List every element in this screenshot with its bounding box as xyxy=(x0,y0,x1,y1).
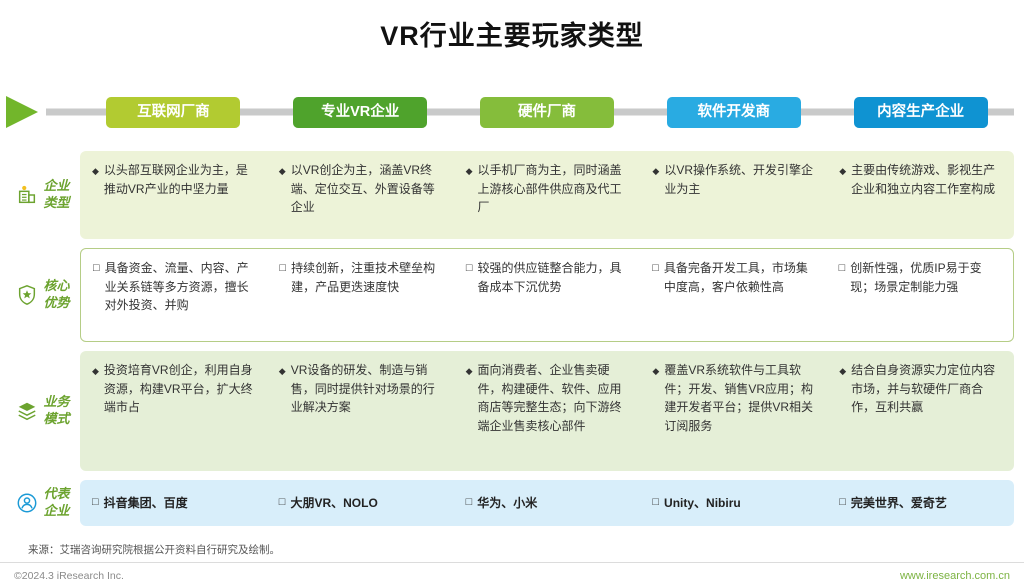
cell-text: 以VR创企为主，涵盖VR终端、定位交互、外置设备等企业 xyxy=(290,163,435,215)
bullet-icon: □ xyxy=(652,496,660,509)
table-cell: ◆ 投资培育VR创企，利用自身资源，构建VR平台，扩大终端市占 xyxy=(80,351,267,471)
row-box: ◆ 以头部互联网企业为主，是推动VR产业的中坚力量 ◆ 以VR创企为主，涵盖VR… xyxy=(80,151,1014,239)
header-column: 专业VR企业 xyxy=(267,96,454,128)
bullet-icon: ◆ xyxy=(278,166,286,176)
table-cell: ◆ 以VR操作系统、开发引擎企业为主 xyxy=(640,151,827,239)
row-label-representative-companies: 代表 企业 xyxy=(6,480,80,526)
building-icon xyxy=(16,184,38,206)
row-box: ◆ 投资培育VR创企，利用自身资源，构建VR平台，扩大终端市占 ◆ VR设备的研… xyxy=(80,351,1014,471)
bullet-icon: ◆ xyxy=(465,166,473,176)
table-cell: ◆ 以头部互联网企业为主，是推动VR产业的中坚力量 xyxy=(80,151,267,239)
column-header-hardware-vendors: 硬件厂商 xyxy=(479,96,614,128)
table-cell: □ Unity、Nibiru xyxy=(640,480,827,526)
row-label-text: 企业 类型 xyxy=(43,178,70,210)
column-header-content-producers: 内容生产企业 xyxy=(853,96,988,128)
play-arrow-icon xyxy=(6,96,38,128)
bullet-icon: □ xyxy=(465,262,473,274)
website-link: www.iresearch.com.cn xyxy=(899,569,1010,582)
bullet-icon: ◆ xyxy=(652,166,660,176)
row-label-enterprise-type: 企业 类型 xyxy=(6,151,80,239)
row-label-core-advantages: 核心 优势 xyxy=(6,248,80,342)
bullet-icon: ◆ xyxy=(652,366,660,376)
cell-text: 持续创新，注重技术壁垒构建，产品更迭速度快 xyxy=(291,261,436,294)
cell-text: 抖音集团、百度 xyxy=(103,495,188,510)
copyright-text: ©2024.3 iResearch Inc. xyxy=(14,569,124,582)
cell-text: VR设备的研发、制造与销售，同时提供针对场景的行业解决方案 xyxy=(290,363,435,415)
row-label-text: 代表 企业 xyxy=(43,486,70,518)
cell-text: 结合自身资源实力定位内容市场，并与软硬件厂商合作，互利共赢 xyxy=(851,363,996,415)
footer-bar: ©2024.3 iResearch Inc. www.iresearch.com… xyxy=(0,562,1024,588)
cell-text: 主要由传统游戏、影视生产企业和独立内容工作室构成 xyxy=(851,163,996,196)
bullet-icon: □ xyxy=(838,262,846,274)
category-header: 互联网厂商 专业VR企业 硬件厂商 软件开发商 内容生产企业 xyxy=(0,95,1024,129)
table-cell: □ 完美世界、爱奇艺 xyxy=(827,480,1014,526)
table-cell: □ 大朋VR、NOLO xyxy=(267,480,454,526)
shield-star-icon xyxy=(16,284,38,306)
bullet-icon: ◆ xyxy=(92,166,99,176)
cell-text: 较强的供应链整合能力，具备成本下沉优势 xyxy=(477,261,622,294)
bullet-icon: ◆ xyxy=(839,166,847,176)
cell-text: 面向消费者、企业售卖硬件，构建硬件、软件、应用商店等完整生态；向下游终端企业售卖… xyxy=(477,363,622,433)
table-cell: □ 抖音集团、百度 xyxy=(80,480,267,526)
column-header-professional-vr: 专业VR企业 xyxy=(293,96,428,128)
bullet-icon: □ xyxy=(92,496,99,509)
table-cell: ◆ 覆盖VR系统软件与工具软件；开发、销售VR应用；构建开发者平台；提供VR相关… xyxy=(640,351,827,471)
cell-text: 完美世界、爱奇艺 xyxy=(850,495,947,510)
row-label-business-model: 业务 模式 xyxy=(6,351,80,471)
bullet-icon: ◆ xyxy=(92,366,99,376)
table-cell: □ 持续创新，注重技术壁垒构建，产品更迭速度快 xyxy=(267,249,453,341)
table-cell: □ 创新性强，优质IP易于变现；场景定制能力强 xyxy=(827,249,1013,341)
table-cell: □ 华为、小米 xyxy=(454,480,641,526)
bullet-icon: ◆ xyxy=(278,366,286,376)
table-body: 企业 类型 ◆ 以头部互联网企业为主，是推动VR产业的中坚力量 ◆ 以VR创企为… xyxy=(0,151,1024,526)
cell-text: 大朋VR、NOLO xyxy=(290,495,378,510)
cell-text: 覆盖VR系统软件与工具软件；开发、销售VR应用；构建开发者平台；提供VR相关订阅… xyxy=(664,363,813,433)
layers-icon xyxy=(16,400,38,422)
row-business-model: 业务 模式 ◆ 投资培育VR创企，利用自身资源，构建VR平台，扩大终端市占 ◆ … xyxy=(6,351,1014,471)
bullet-icon: ◆ xyxy=(465,366,473,376)
person-badge-icon xyxy=(16,492,38,514)
header-column: 内容生产企业 xyxy=(827,96,1014,128)
row-core-advantages: 核心 优势 □ 具备资金、流量、内容、产业关系链等多方资源，擅长对外投资、并购 … xyxy=(6,248,1014,342)
bullet-icon: ◆ xyxy=(839,366,847,376)
bullet-icon: □ xyxy=(93,262,100,274)
cell-text: Unity、Nibiru xyxy=(664,495,741,510)
cell-text: 以VR操作系统、开发引擎企业为主 xyxy=(664,163,813,196)
table-cell: □ 具备完备开发工具，市场集中度高，客户依赖性高 xyxy=(640,249,826,341)
table-cell: □ 较强的供应链整合能力，具备成本下沉优势 xyxy=(454,249,640,341)
row-enterprise-type: 企业 类型 ◆ 以头部互联网企业为主，是推动VR产业的中坚力量 ◆ 以VR创企为… xyxy=(6,151,1014,239)
cell-text: 以手机厂商为主，同时涵盖上游核心部件供应商及代工厂 xyxy=(477,163,622,215)
table-cell: ◆ 以手机厂商为主，同时涵盖上游核心部件供应商及代工厂 xyxy=(454,151,641,239)
row-box: □ 抖音集团、百度 □ 大朋VR、NOLO □ 华为、小米 □ Unity、Ni… xyxy=(80,480,1014,526)
page-title: VR行业主要玩家类型 xyxy=(380,21,644,51)
row-label-text: 业务 模式 xyxy=(43,394,70,426)
header-column: 软件开发商 xyxy=(640,96,827,128)
column-header-software-developers: 软件开发商 xyxy=(666,96,801,128)
column-header-internet-vendors: 互联网厂商 xyxy=(106,96,241,128)
header-column: 硬件厂商 xyxy=(454,96,641,128)
cell-text: 具备资金、流量、内容、产业关系链等多方资源，擅长对外投资、并购 xyxy=(104,261,249,313)
table-cell: ◆ 结合自身资源实力定位内容市场，并与软硬件厂商合作，互利共赢 xyxy=(827,351,1014,471)
row-label-text: 核心 优势 xyxy=(43,278,70,310)
cell-text: 投资培育VR创企，利用自身资源，构建VR平台，扩大终端市占 xyxy=(103,363,253,415)
cell-text: 华为、小米 xyxy=(477,495,538,510)
header-column: 互联网厂商 xyxy=(80,96,267,128)
bullet-icon: □ xyxy=(652,262,659,274)
bullet-icon: □ xyxy=(465,496,473,509)
cell-text: 具备完备开发工具，市场集中度高，客户依赖性高 xyxy=(663,261,808,294)
table-cell: ◆ 面向消费者、企业售卖硬件，构建硬件、软件、应用商店等完整生态；向下游终端企业… xyxy=(454,351,641,471)
bullet-icon: □ xyxy=(278,496,286,509)
bullet-icon: □ xyxy=(839,496,846,509)
table-cell: ◆ 主要由传统游戏、影视生产企业和独立内容工作室构成 xyxy=(827,151,1014,239)
row-box: □ 具备资金、流量、内容、产业关系链等多方资源，擅长对外投资、并购 □ 持续创新… xyxy=(80,248,1014,342)
cell-text: 创新性强，优质IP易于变现；场景定制能力强 xyxy=(850,261,982,294)
bullet-icon: □ xyxy=(279,262,287,274)
table-cell: □ 具备资金、流量、内容、产业关系链等多方资源，擅长对外投资、并购 xyxy=(81,249,267,341)
cell-text: 以头部互联网企业为主，是推动VR产业的中坚力量 xyxy=(103,163,248,196)
row-representative-companies: 代表 企业 □ 抖音集团、百度 □ 大朋VR、NOLO □ 华为、小米 xyxy=(6,480,1014,526)
source-note: 来源：艾瑞咨询研究院根据公开资料自行研究及绘制。 xyxy=(28,544,280,556)
table-cell: ◆ 以VR创企为主，涵盖VR终端、定位交互、外置设备等企业 xyxy=(267,151,454,239)
table-cell: ◆ VR设备的研发、制造与销售，同时提供针对场景的行业解决方案 xyxy=(267,351,454,471)
